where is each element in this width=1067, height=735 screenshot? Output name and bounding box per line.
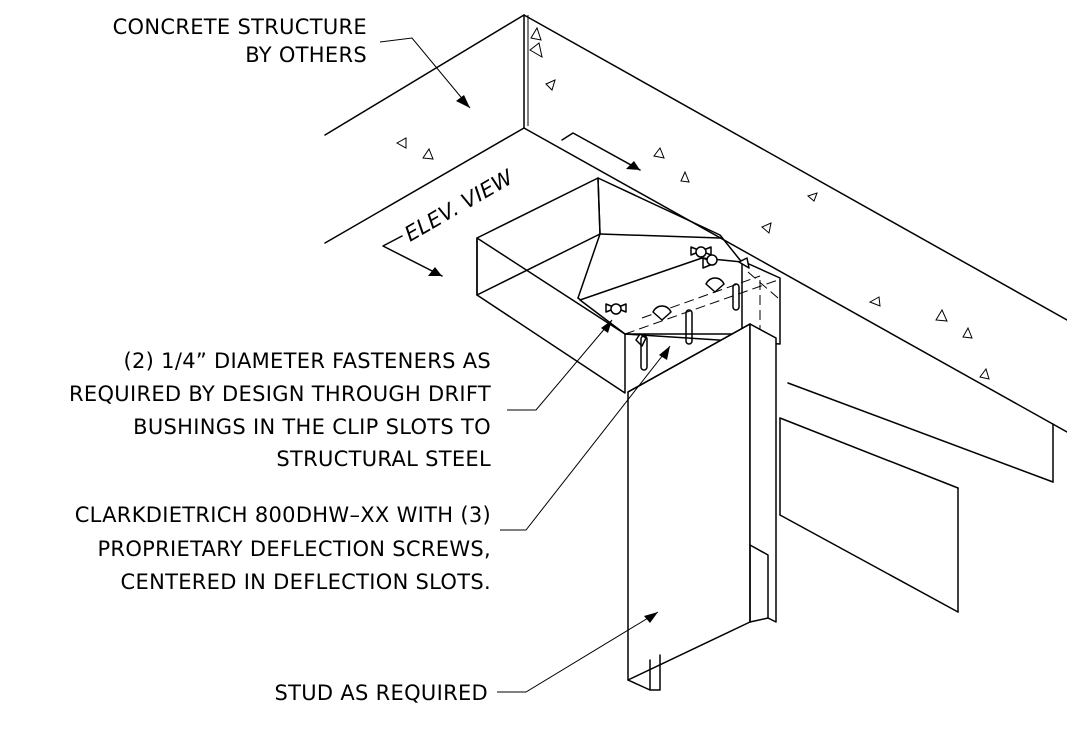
concrete-slab [324, 14, 1067, 433]
clip-label: CLARKDIETRICH 800DHW–XX WITH (3) PROPRIE… [75, 503, 491, 594]
concrete-label: CONCRETE STRUCTURE BY OTHERS [113, 15, 367, 67]
steel-beam [779, 382, 1054, 613]
clip-label-line-1: CLARKDIETRICH 800DHW–XX WITH (3) [75, 503, 491, 527]
fasteners-label-line-2: REQUIRED BY DESIGN THROUGH DRIFT [69, 382, 491, 406]
deflection-clip [579, 257, 779, 340]
fasteners-label-line-3: BUSHINGS IN THE CLIP SLOTS TO [133, 415, 491, 439]
fasteners-label: (2) 1/4” DIAMETER FASTENERS AS REQUIRED … [69, 349, 491, 471]
stud [627, 323, 777, 691]
concrete-label-line-1: CONCRETE STRUCTURE [113, 15, 367, 39]
stud-label: STUD AS REQUIRED [274, 681, 488, 705]
concrete-aggregate [395, 26, 990, 380]
fasteners-label-line-4: STRUCTURAL STEEL [276, 447, 491, 471]
clip-label-line-2: PROPRIETARY DEFLECTION SCREWS, [97, 537, 491, 561]
fasteners-label-line-1: (2) 1/4” DIAMETER FASTENERS AS [124, 349, 491, 373]
fasteners [605, 246, 750, 371]
clip-label-line-3: CENTERED IN DEFLECTION SLOTS. [121, 570, 491, 594]
leader-lines [379, 37, 671, 693]
concrete-label-line-2: BY OTHERS [245, 43, 367, 67]
